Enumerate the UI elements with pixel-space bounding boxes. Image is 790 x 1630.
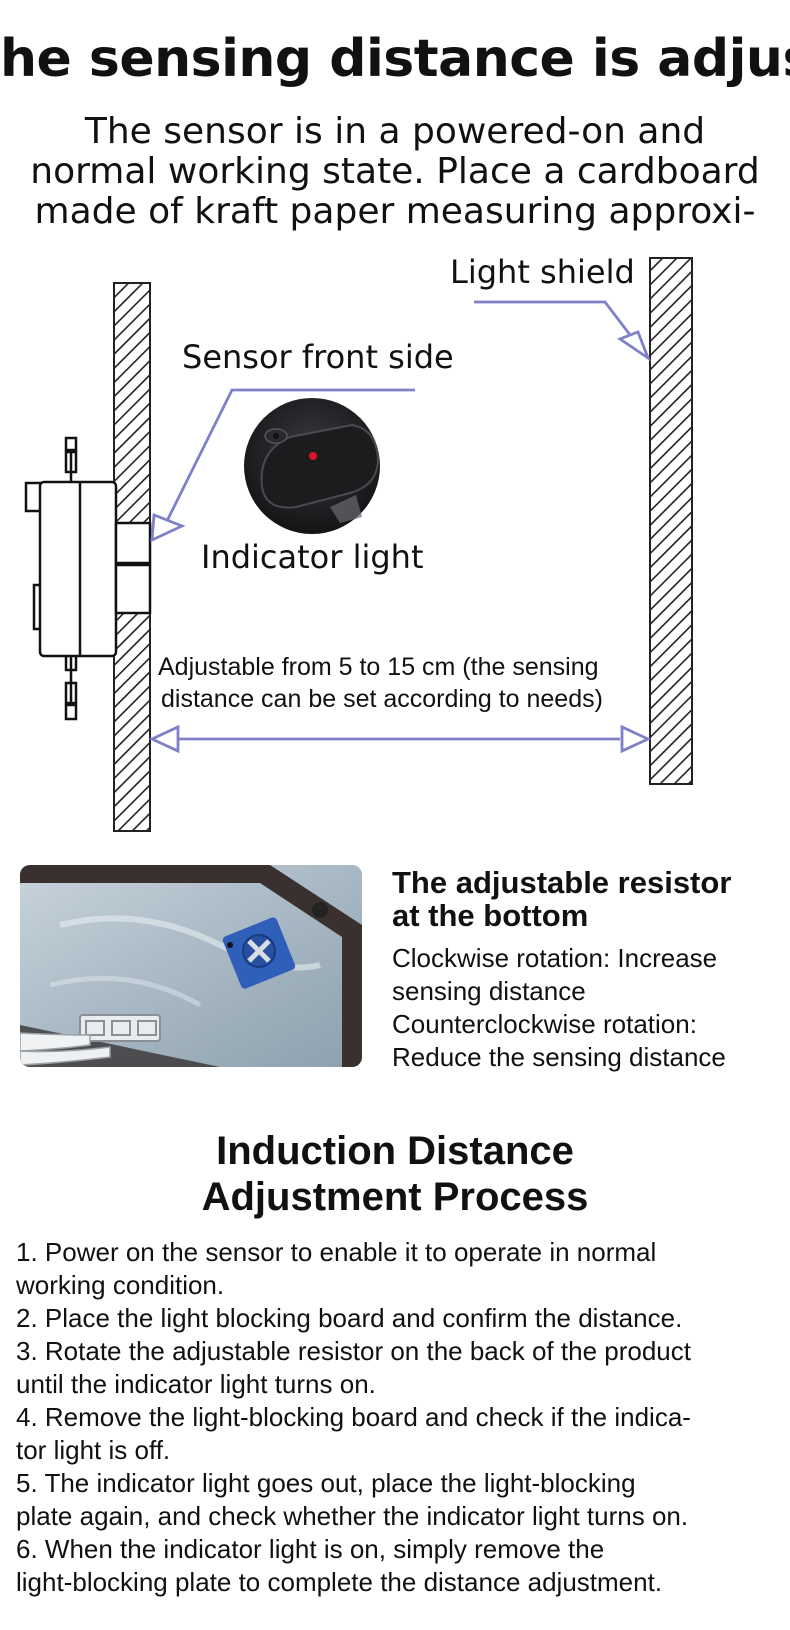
- resistor-knob-icon: [222, 917, 296, 989]
- resistor-description: Clockwise rotation: Increase sensing dis…: [392, 942, 787, 1074]
- resistor-body-line: Reduce the sensing distance: [392, 1042, 726, 1072]
- intro-text: The sensor is in a powered-on and normal…: [10, 112, 780, 232]
- indicator-light-label: Indicator light: [201, 538, 424, 576]
- light-shield-board: [649, 257, 693, 785]
- sensor-front-label: Sensor front side: [182, 338, 454, 376]
- process-title: Induction Distance Adjustment Process: [0, 1128, 790, 1220]
- step-line: plate again, and check whether the indic…: [16, 1501, 689, 1531]
- resistor-title-line: at the bottom: [392, 898, 589, 933]
- step-line: 5. The indicator light goes out, place t…: [16, 1468, 636, 1498]
- process-steps: 1. Power on the sensor to enable it to o…: [16, 1236, 786, 1599]
- step-line: 4. Remove the light-blocking board and c…: [16, 1402, 691, 1432]
- step-line: 6. When the indicator light is on, simpl…: [16, 1534, 605, 1564]
- resistor-body-line: Clockwise rotation: Increase: [392, 943, 718, 973]
- step-line: 1. Power on the sensor to enable it to o…: [16, 1237, 657, 1267]
- process-title-line: Adjustment Process: [201, 1175, 589, 1219]
- step-line: until the indicator light turns on.: [16, 1369, 376, 1399]
- indicator-led-icon: [309, 452, 317, 460]
- range-label-line-1: Adjustable from 5 to 15 cm (the sensing: [158, 653, 599, 681]
- intro-line: The sensor is in a powered-on and: [84, 111, 706, 152]
- step-line: tor light is off.: [16, 1435, 171, 1465]
- step-line: 3. Rotate the adjustable resistor on the…: [16, 1336, 691, 1366]
- light-shield-label: Light shield: [450, 255, 635, 291]
- intro-line: made of kraft paper measuring approxi-: [34, 191, 756, 232]
- resistor-body-line: Counterclockwise rotation:: [392, 1009, 697, 1039]
- step-line: light-blocking plate to complete the dis…: [16, 1567, 663, 1597]
- headline: he sensing distance is adjustable: [0, 29, 790, 89]
- adjustable-resistor-photo: [20, 865, 362, 1067]
- resistor-title-line: The adjustable resistor: [392, 865, 732, 900]
- step-line: 2. Place the light blocking board and co…: [16, 1303, 683, 1333]
- sensing-distance-diagram: Light shield Sensor front side Indicator…: [24, 255, 693, 832]
- indicator-light-photo: [244, 398, 380, 534]
- process-title-line: Induction Distance: [216, 1129, 574, 1173]
- resistor-title: The adjustable resistor at the bottom: [392, 866, 782, 932]
- sensor-side-view: [24, 436, 152, 721]
- step-line: working condition.: [16, 1270, 225, 1300]
- resistor-body-line: sensing distance: [392, 976, 586, 1006]
- range-label-line-2: distance can be set according to needs): [161, 685, 603, 713]
- intro-line: normal working state. Place a cardboard: [30, 151, 760, 192]
- pointer-arrows: [148, 300, 652, 754]
